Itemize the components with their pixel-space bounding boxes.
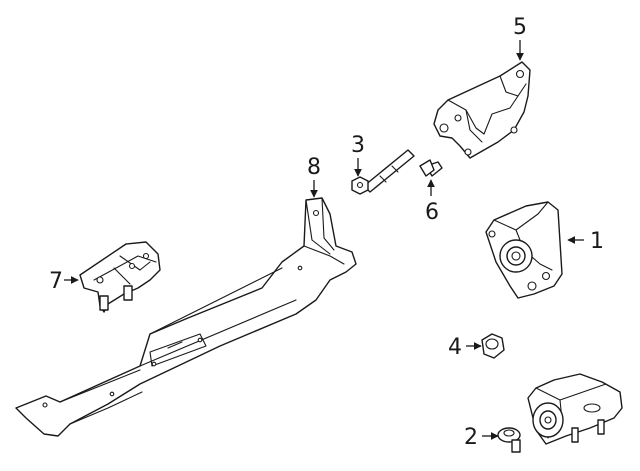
callout-2[interactable]: 2 (464, 425, 478, 450)
callout-7[interactable]: 7 (49, 269, 63, 294)
leader-lines (64, 40, 584, 440)
transmission-mount-part-2[interactable] (497, 373, 623, 453)
crossmember-part[interactable] (15, 197, 357, 437)
bolt-part-3[interactable] (351, 149, 415, 195)
callout-3[interactable]: 3 (351, 133, 365, 158)
callout-labels: 1 2 3 4 5 6 7 8 (49, 15, 604, 450)
callout-5[interactable]: 5 (513, 15, 527, 40)
mount-bracket-part-5[interactable] (433, 61, 531, 159)
callout-6[interactable]: 6 (425, 200, 439, 225)
callout-1[interactable]: 1 (590, 229, 604, 254)
callout-4[interactable]: 4 (448, 335, 462, 360)
nut-part-4[interactable] (481, 333, 505, 359)
engine-mount-part-1[interactable] (485, 201, 563, 299)
bolt-part-6[interactable] (419, 159, 443, 177)
bracket-part-7[interactable] (79, 241, 161, 313)
callout-8[interactable]: 8 (307, 155, 321, 180)
